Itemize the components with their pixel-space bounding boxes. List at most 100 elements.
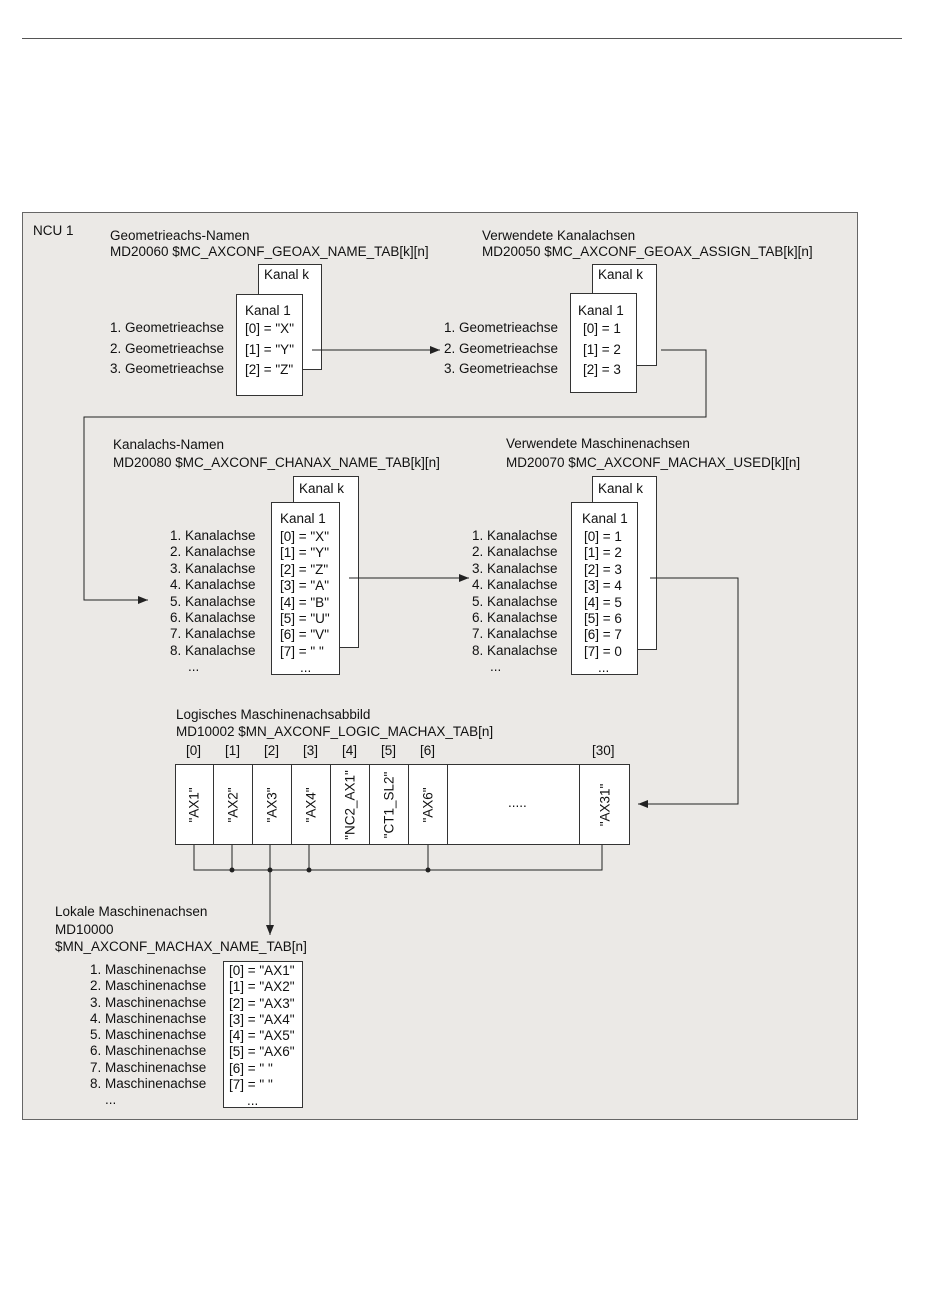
chanax-md: MD20080 $MC_AXCONF_CHANAX_NAME_TAB[k][n] [113, 455, 440, 470]
assign-title: Verwendete Kanalachsen [482, 228, 636, 243]
machax-used-value: [5] = 6 [584, 610, 622, 626]
chanax-value: [7] = " " [280, 643, 324, 659]
geo-label: 3. Geometrieachse [110, 361, 225, 376]
local-label: 8. Maschinenachse [90, 1076, 207, 1092]
machax-used-value: [7] = 0 [584, 643, 622, 659]
logic-index: [1] [225, 743, 241, 758]
logic-cell: "AX1" [175, 764, 214, 845]
local-label: 5. Maschinenachse [90, 1027, 207, 1043]
local-label: ... [105, 1092, 117, 1108]
machax-used-value: ... [598, 660, 610, 676]
chanax-title: Kanalachs-Namen [113, 437, 225, 452]
local-md1: MD10000 [55, 922, 114, 937]
local-box: [0] = "AX1" [1] = "AX2" [2] = "AX3" [3] … [223, 961, 303, 1108]
machax-used-label: 1. Kanalachse [472, 528, 558, 543]
logic-index: [6] [420, 743, 436, 758]
machax-used-label: 8. Kanalachse [472, 642, 558, 658]
machax-used-label: 3. Kanalachse [472, 560, 558, 576]
local-md2: $MN_AXCONF_MACHAX_NAME_TAB[n] [55, 939, 307, 954]
machax-used-labels: 1. Kanalachse 2. Kanalachse 3. Kanalachs… [472, 528, 558, 676]
logic-cell: "AX2" [214, 764, 253, 845]
geo-label: 1. Geometrieachse [110, 320, 225, 335]
header-rule [22, 38, 902, 39]
chanax-value: [2] = "Z" [280, 561, 329, 577]
chanax-kanal-1-box: Kanal 1 [0] = "X" [1] = "Y" [2] = "Z" [3… [271, 502, 340, 675]
chanax-value: [0] = "X" [280, 529, 329, 544]
logic-index: [4] [342, 743, 358, 758]
machax-used-value: [0] = 1 [584, 529, 622, 544]
machax-used-value: [1] = 2 [584, 545, 622, 561]
chanax-label: ... [188, 659, 200, 675]
geo-labels: 1. Geometrieachse 2. Geometrieachse 3. G… [110, 318, 224, 380]
machax-used-kanal-1-box: Kanal 1 [0] = 1 [1] = 2 [2] = 3 [3] = 4 … [571, 502, 638, 675]
geo-value: [0] = "X" [245, 321, 294, 336]
machax-used-kanal-1-label: Kanal 1 [582, 511, 628, 526]
chanax-value: [6] = "V" [280, 627, 329, 643]
arrow-assign-to-chanax [83, 349, 707, 604]
machax-used-label: 4. Kanalachse [472, 577, 558, 593]
geo-value: [1] = "Y" [245, 341, 294, 357]
local-value: [0] = "AX1" [229, 963, 295, 978]
local-value: [7] = " " [229, 1077, 273, 1093]
local-value: [6] = " " [229, 1060, 273, 1076]
assign-label: 1. Geometrieachse [444, 320, 559, 335]
local-label: 1. Maschinenachse [90, 962, 207, 977]
assign-kanal-k-label: Kanal k [598, 267, 644, 282]
chanax-kanal-1-label: Kanal 1 [280, 511, 326, 526]
chanax-value: [4] = "B" [280, 594, 329, 610]
assign-kanal-1-box: Kanal 1 [0] = 1 [1] = 2 [2] = 3 [570, 293, 637, 393]
local-values: [0] = "AX1" [1] = "AX2" [2] = "AX3" [3] … [229, 963, 295, 1110]
local-label: 3. Maschinenachse [90, 994, 207, 1010]
arrow-machax-to-logic [638, 577, 739, 808]
ncu-panel [22, 212, 858, 1120]
assign-value: [1] = 2 [583, 341, 621, 357]
machax-used-label: 5. Kanalachse [472, 593, 558, 609]
local-title: Lokale Maschinenachsen [55, 904, 208, 919]
machax-used-label: 2. Kanalachse [472, 544, 558, 560]
logic-cell-ellipsis: ..... [448, 764, 580, 845]
machax-used-label: 6. Kanalachse [472, 609, 558, 625]
local-labels: 1. Maschinenachse 2. Maschinenachse 3. M… [90, 962, 206, 1109]
chanax-values: [0] = "X" [1] = "Y" [2] = "Z" [3] = "A" … [280, 529, 330, 677]
geo-title: Geometrieachs-Namen [110, 228, 250, 243]
local-label: 2. Maschinenachse [90, 978, 207, 994]
chanax-value: [1] = "Y" [280, 545, 329, 561]
chanax-label: 3. Kanalachse [170, 560, 256, 576]
machax-used-value: [4] = 5 [584, 594, 622, 610]
assign-label: 2. Geometrieachse [444, 340, 559, 356]
chanax-label: 4. Kanalachse [170, 577, 256, 593]
logic-cell: "AX4" [292, 764, 331, 845]
geo-md: MD20060 $MC_AXCONF_GEOAX_NAME_TAB[k][n] [110, 244, 429, 259]
chanax-label: 5. Kanalachse [170, 593, 256, 609]
logic-md: MD10002 $MN_AXCONF_LOGIC_MACHAX_TAB[n] [176, 724, 494, 739]
assign-labels: 1. Geometrieachse 2. Geometrieachse 3. G… [444, 318, 558, 380]
logic-table [175, 764, 630, 845]
logic-cell-ellipsis-text: ..... [508, 795, 527, 810]
assign-value: [0] = 1 [583, 321, 621, 336]
chanax-kanal-k-label: Kanal k [299, 481, 345, 496]
logic-bus-line [193, 845, 603, 871]
logic-index: [5] [381, 743, 397, 758]
chanax-label: 1. Kanalachse [170, 528, 256, 543]
local-label: 7. Maschinenachse [90, 1059, 207, 1075]
junction-dot [229, 867, 235, 873]
logic-cell: "NC2_AX1" [331, 764, 370, 845]
junction-dot [267, 867, 273, 873]
local-label: 4. Maschinenachse [90, 1010, 207, 1026]
assign-kanal-1-label: Kanal 1 [578, 303, 624, 318]
machax-used-value: [6] = 7 [584, 627, 622, 643]
local-value: [5] = "AX6" [229, 1044, 295, 1060]
logic-title: Logisches Maschinenachsabbild [176, 707, 371, 722]
machax-used-md: MD20070 $MC_AXCONF_MACHAX_USED[k][n] [506, 455, 801, 470]
assign-value: [2] = 3 [583, 362, 621, 377]
local-value: ... [247, 1093, 259, 1109]
geo-values: [0] = "X" [1] = "Y" [2] = "Z" [245, 319, 294, 381]
geo-value: [2] = "Z" [245, 362, 294, 377]
machax-used-value: [2] = 3 [584, 561, 622, 577]
geo-kanal-k-label: Kanal k [264, 267, 310, 282]
chanax-label: 8. Kanalachse [170, 642, 256, 658]
logic-cell: "CT1_SL2" [370, 764, 409, 845]
machax-used-kanal-k-label: Kanal k [598, 481, 644, 496]
chanax-value: ... [300, 660, 312, 676]
